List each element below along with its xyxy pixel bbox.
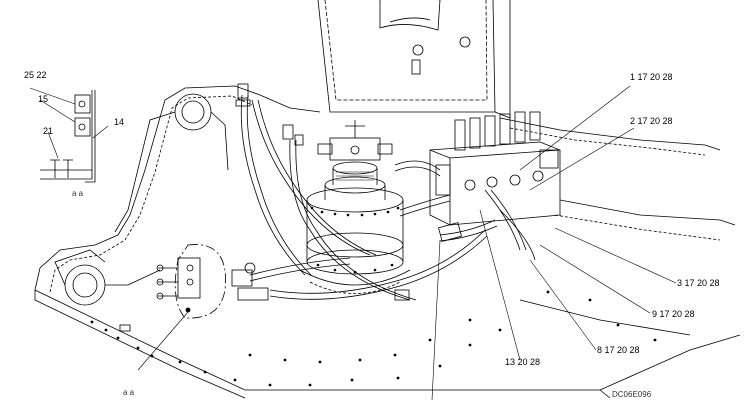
detail-mark-inset: a a: [72, 189, 84, 198]
upper-tower: [317, 0, 511, 119]
hydraulic-hoses: [240, 94, 536, 301]
callout-13: 13 20 28: [505, 357, 541, 367]
boom-lug: [54, 93, 229, 306]
frame-slot: [119, 324, 131, 332]
callout-25-22: 25 22: [24, 70, 47, 80]
detail-mark-bottom: a a: [123, 388, 135, 397]
callout-1: 1 17 20 28: [630, 72, 673, 82]
callout-14: 14: [114, 117, 125, 127]
hose-fittings: [231, 83, 462, 301]
callout-2: 2 17 20 28: [630, 116, 673, 126]
frame-holes: [90, 290, 657, 387]
callout-21: 21: [43, 126, 54, 136]
callout-9: 9 17 20 28: [652, 309, 695, 319]
callout-3: 3 17 20 28: [677, 278, 720, 288]
drawing-code: DC06E096: [612, 390, 652, 399]
leader-lines: [29, 85, 677, 400]
motor-bolts: [310, 206, 400, 274]
swing-motor: [299, 120, 411, 294]
bracket-detail-inset: [40, 90, 96, 183]
control-valve: [429, 111, 561, 226]
callout-15: 15: [38, 94, 49, 104]
port-block: [156, 244, 226, 319]
callout-8: 8 17 20 28: [597, 345, 640, 355]
